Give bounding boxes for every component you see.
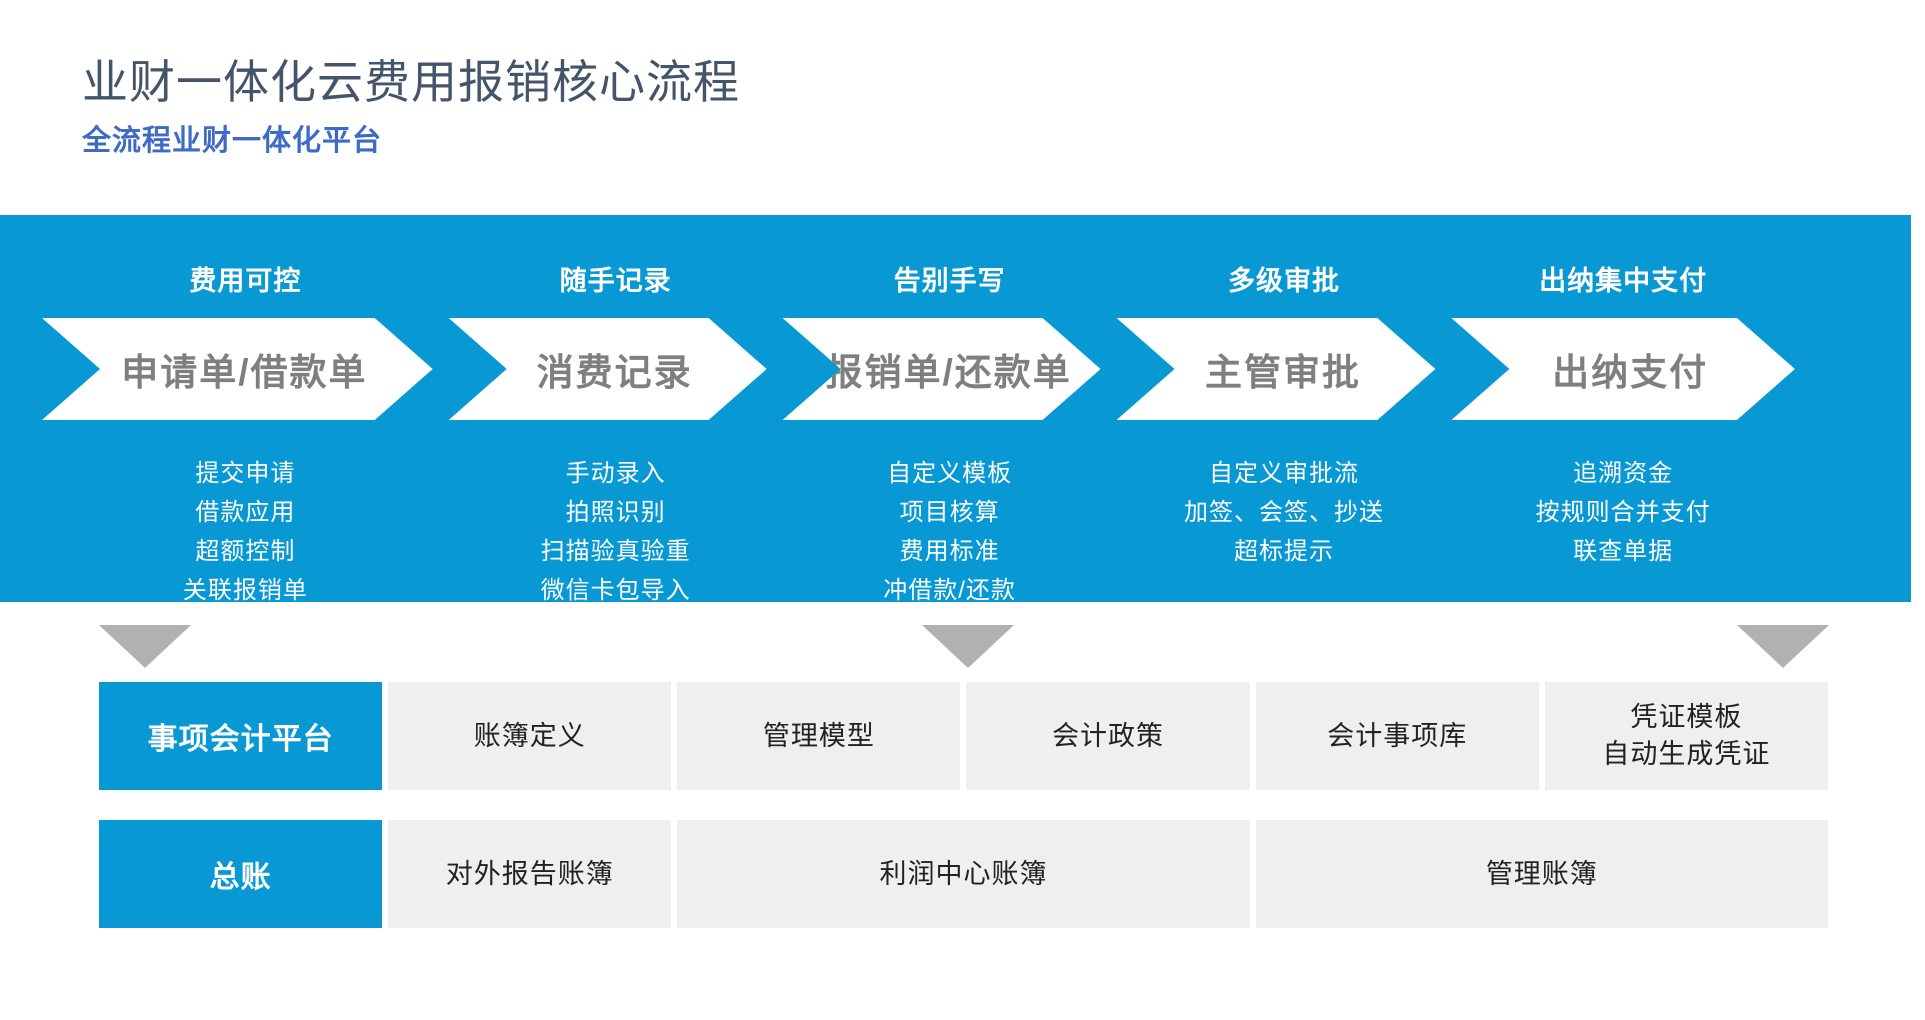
step-features-3: 自定义模板 项目核算 费用标准 冲借款/还款 [783,454,1117,610]
accounting-cell-accounting-policy: 会计政策 [966,682,1250,790]
feature-item: 追溯资金 [1573,460,1674,487]
feature-item: 超额控制 [195,538,296,565]
feature-item: 手动录入 [565,460,666,487]
process-arrow-4: 主管审批 [1117,318,1436,420]
arrow-cell-2: 消费记录 [449,318,783,420]
ledger-cell-profit-center: 利润中心账簿 [677,820,1250,928]
feature-item: 微信卡包导入 [540,577,691,604]
step-tagline-5: 出纳集中支付 [1539,266,1708,296]
feature-item: 借款应用 [195,499,296,526]
step-taglines-row: 费用可控 随手记录 告别手写 多级审批 出纳集中支付 [42,261,1795,305]
process-arrow-2: 消费记录 [449,318,767,420]
step-name-4: 主管审批 [1204,352,1361,393]
ledger-cell-management: 管理账簿 [1255,820,1828,928]
step-name-1: 申请单/借款单 [121,352,368,393]
process-arrow-1: 申请单/借款单 [42,318,433,420]
step-features-2: 手动录入 拍照识别 扫描验真验重 微信卡包导入 [449,454,783,610]
arrow-cell-5: 出纳支付 [1451,318,1795,420]
step-features-1: 提交申请 借款应用 超额控制 关联报销单 [42,454,449,610]
flow-down-triangle-2 [922,625,1014,668]
feature-item: 联查单据 [1573,538,1674,565]
accounting-cell-event-library: 会计事项库 [1255,682,1539,790]
feature-item: 扫描验真验重 [540,538,691,565]
platform-label-cell: 事项会计平台 [99,682,383,790]
step-name-2: 消费记录 [536,352,693,393]
process-arrow-5: 出纳支付 [1451,318,1795,420]
feature-item: 冲借款/还款 [883,577,1016,604]
feature-item: 关联报销单 [182,577,308,604]
step-features-5: 追溯资金 按规则合并支付 联查单据 [1451,454,1795,610]
process-arrow-3: 报销单/还款单 [783,318,1101,420]
process-banner: 费用可控 随手记录 告别手写 多级审批 出纳集中支付 申请单/借款单 消费记录 … [0,215,1911,604]
accounting-cell-voucher-template: 凭证模板 自动生成凭证 [1544,682,1828,790]
feature-item: 自定义审批流 [1208,460,1359,487]
accounting-cell-ledger-definition: 账簿定义 [388,682,672,790]
flow-down-triangle-1 [99,625,191,668]
ledger-cell-external-report: 对外报告账簿 [388,820,672,928]
step-tagline-2: 随手记录 [559,266,672,296]
arrow-cell-3: 报销单/还款单 [783,318,1117,420]
general-ledger-label-cell: 总账 [99,820,383,928]
flow-down-triangle-3 [1737,625,1829,668]
step-tagline-1: 费用可控 [189,266,302,296]
page-title: 业财一体化云费用报销核心流程 [82,56,740,108]
accounting-grid: 事项会计平台 账簿定义 管理模型 会计政策 会计事项库 凭证模板 自动生成凭证 … [99,682,1828,928]
feature-item: 提交申请 [195,460,296,487]
feature-item: 项目核算 [899,499,1000,526]
voucher-template-line2: 自动生成凭证 [1602,739,1771,769]
feature-item: 加签、会签、抄送 [1183,499,1384,526]
step-features-row: 提交申请 借款应用 超额控制 关联报销单 手动录入 拍照识别 扫描验真验重 微信… [42,454,1795,610]
accounting-cell-management-model: 管理模型 [677,682,961,790]
step-tagline-3: 告别手写 [893,266,1006,296]
feature-item: 拍照识别 [565,499,666,526]
step-name-3: 报销单/还款单 [825,352,1072,393]
step-name-5: 出纳支付 [1552,352,1709,393]
step-features-4: 自定义审批流 加签、会签、抄送 超标提示 [1117,454,1452,610]
feature-item: 自定义模板 [887,460,1013,487]
feature-item: 超标提示 [1233,538,1334,565]
voucher-template-line1: 凭证模板 [1630,702,1743,732]
step-tagline-4: 多级审批 [1227,266,1340,296]
feature-item: 按规则合并支付 [1535,499,1711,526]
page-subtitle: 全流程业财一体化平台 [82,125,383,157]
arrow-cell-4: 主管审批 [1117,318,1452,420]
feature-item: 费用标准 [899,538,1000,565]
arrow-cell-1: 申请单/借款单 [42,318,449,420]
process-arrows-row: 申请单/借款单 消费记录 报销单/还款单 主管审批 出纳支付 [42,318,1795,420]
